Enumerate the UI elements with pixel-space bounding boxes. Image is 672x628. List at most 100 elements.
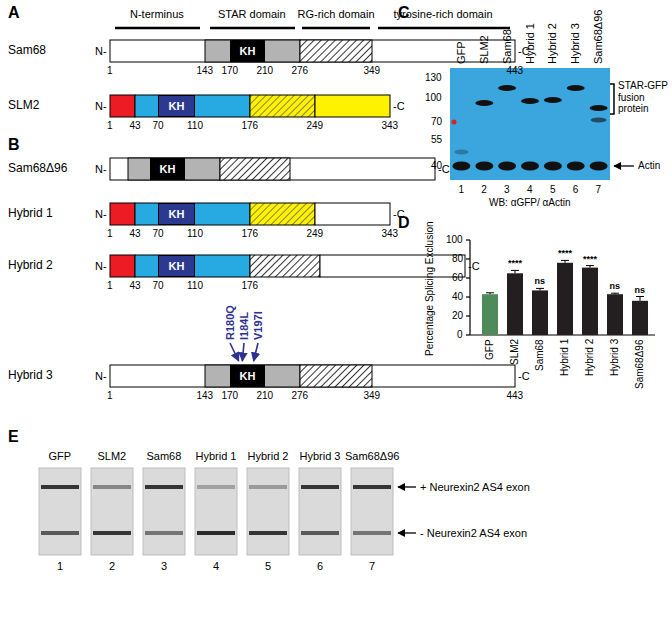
- western-blot: [450, 68, 610, 180]
- bar-label: Sam68: [534, 339, 546, 371]
- terminus-label: N-: [95, 45, 107, 58]
- terminus-label: -C: [468, 260, 480, 273]
- panel-letter: E: [8, 428, 19, 446]
- chart-bar: [607, 294, 623, 335]
- gel-band: [249, 485, 287, 489]
- band-bracket: [610, 84, 614, 114]
- lane-number: 1: [57, 560, 63, 573]
- band-arrow: [398, 532, 416, 533]
- lane-number: 2: [481, 184, 487, 196]
- residue-number: 176: [242, 228, 259, 240]
- gel-band: [41, 485, 79, 489]
- domain-header-bar: [115, 27, 200, 30]
- lane-number: 6: [573, 184, 579, 196]
- error-bar: [636, 296, 644, 297]
- residue-number: 43: [130, 228, 141, 240]
- residue-number: 70: [153, 120, 164, 132]
- protein-bar: [110, 158, 435, 180]
- residue-number: 110: [187, 228, 203, 240]
- bar-label: Hybrid 2: [584, 339, 596, 376]
- significance-label: ****: [508, 258, 522, 268]
- western-blot: [544, 97, 562, 103]
- protein-bar: [110, 255, 465, 277]
- western-blot: [544, 162, 562, 171]
- residue-number: 443: [507, 390, 524, 402]
- residue-number: 110: [187, 120, 203, 132]
- gel-lane: [351, 468, 393, 555]
- western-blot: [454, 150, 468, 155]
- lane-label: Hybrid 1: [196, 450, 237, 463]
- lane-number: 4: [527, 184, 533, 196]
- western-blot: [591, 118, 607, 123]
- lane-label: Hybrid 2: [248, 450, 289, 463]
- axis-title: Percentage Splicing Exclusion: [424, 221, 436, 356]
- chart-bar: [632, 301, 648, 335]
- residue-number: 343: [382, 228, 399, 240]
- bar-label: SLM2: [509, 339, 521, 365]
- protein-name: Sam68: [8, 44, 46, 58]
- error-bar: [611, 293, 619, 294]
- mutation-arrow: [254, 343, 258, 361]
- tick-label: 20: [452, 310, 463, 322]
- residue-number: 110: [187, 280, 203, 292]
- protein-bar: [110, 203, 135, 225]
- lane-number: 4: [213, 560, 219, 573]
- protein-bar: [110, 95, 135, 117]
- error-bar: [586, 265, 594, 266]
- domain-name: KH: [160, 164, 176, 175]
- domain-header-bar: [210, 27, 295, 30]
- marker-size: 70: [431, 116, 442, 128]
- terminus-label: N-: [95, 163, 107, 176]
- mutation-label: V197I: [252, 311, 265, 340]
- chart-bar: [482, 294, 498, 335]
- protein-bar: [110, 95, 390, 117]
- band-label: Actin: [638, 160, 660, 172]
- protein-name: Hybrid 2: [8, 259, 53, 273]
- lane-number: 5: [550, 184, 556, 196]
- marker-size: 55: [431, 134, 442, 146]
- terminus-label: -C: [393, 100, 405, 113]
- tick-label: 80: [452, 253, 463, 265]
- gel-lane: [39, 468, 81, 555]
- domain-header-bar: [302, 27, 370, 30]
- mutation-arrow: [230, 343, 258, 361]
- gel-band: [93, 485, 131, 489]
- residue-number: 176: [242, 120, 259, 132]
- domain-header: RG-rich domain: [298, 8, 375, 21]
- protein-name: Sam68Δ96: [8, 162, 67, 176]
- lane-label: Hybrid 3: [300, 450, 341, 463]
- lane-label: GFP: [455, 41, 468, 64]
- protein-bar: [110, 40, 515, 62]
- western-blot: [590, 105, 608, 111]
- panel-letter: C: [398, 4, 410, 22]
- protein-bar: [320, 255, 465, 277]
- gel-band: [301, 531, 339, 535]
- significance-label: ns: [610, 281, 621, 291]
- gel-band: [301, 485, 339, 489]
- residue-number: 176: [242, 280, 259, 292]
- residue-number: 443: [507, 65, 524, 77]
- domain-name: KH: [169, 209, 185, 220]
- tick-label: 100: [446, 234, 463, 246]
- terminus-label: N-: [95, 260, 107, 273]
- residue-number: 343: [382, 120, 399, 132]
- lane-number: 3: [504, 184, 510, 196]
- band-label: - Neurexin2 AS4 exon: [420, 527, 527, 540]
- protein-bar: [250, 203, 315, 225]
- chart-axis: [466, 240, 655, 335]
- protein-bar: [300, 365, 372, 387]
- protein-bar: [110, 158, 435, 180]
- kh-domain-box: KH: [230, 365, 265, 387]
- chart-axis: [466, 277, 470, 278]
- tick-label: 0: [457, 329, 463, 341]
- lane-label: SLM2: [478, 35, 491, 64]
- western-blot: [450, 68, 610, 180]
- bar-label: Sam68Δ96: [634, 340, 646, 390]
- significance-label: ****: [583, 254, 597, 264]
- domain-name: KH: [169, 101, 185, 112]
- gel-lane: [247, 468, 289, 555]
- residue-number: 210: [257, 390, 274, 402]
- domain-name: KH: [169, 261, 185, 272]
- protein-bar: [110, 40, 515, 62]
- protein-name: Hybrid 1: [8, 207, 53, 221]
